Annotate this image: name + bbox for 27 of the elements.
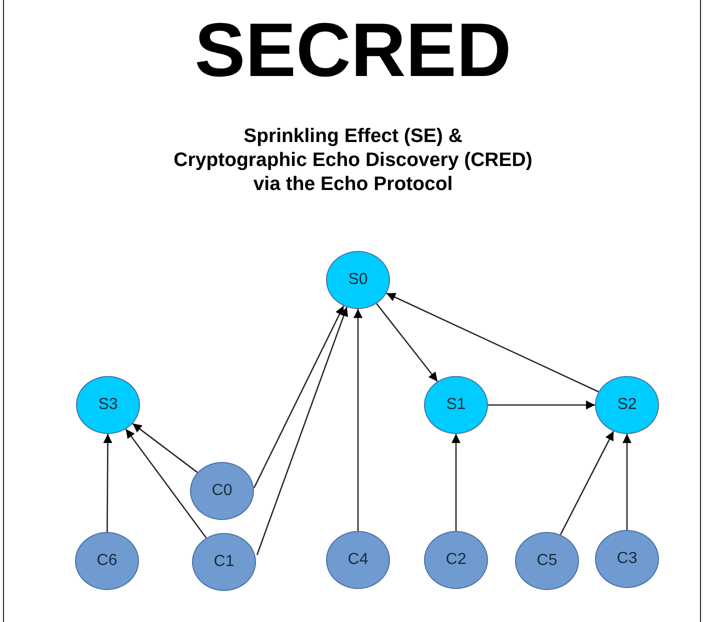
- arrow: [488, 400, 595, 410]
- arrow: [125, 428, 207, 538]
- node-label: S1: [446, 396, 466, 414]
- subtitle: via the Echo Protocol: [252, 172, 454, 196]
- arrow: [376, 303, 438, 382]
- arrow: [386, 292, 599, 392]
- node-label: C3: [616, 550, 638, 568]
- node-label: C1: [214, 553, 234, 571]
- arrow: [256, 306, 348, 556]
- arrow: [253, 306, 344, 488]
- arrow: [354, 309, 362, 531]
- node-label: S2: [617, 396, 637, 414]
- subtitle: Sprinkling Effect (SE) &: [242, 124, 464, 148]
- node-label: S3: [98, 396, 118, 414]
- arrow: [103, 434, 112, 532]
- arrow: [132, 423, 198, 473]
- node-label: C5: [536, 552, 558, 570]
- arrow: [452, 434, 460, 531]
- subtitle: Cryptographic Echo Discovery (CRED): [172, 148, 534, 172]
- node-label: C4: [348, 551, 368, 569]
- node-label: S0: [348, 271, 368, 289]
- node-label: C2: [446, 551, 466, 569]
- arrow: [560, 431, 614, 535]
- title: SECRED: [194, 8, 512, 94]
- node-label: C0: [212, 482, 232, 500]
- arrow: [622, 434, 632, 530]
- node-label: C6: [96, 552, 118, 570]
